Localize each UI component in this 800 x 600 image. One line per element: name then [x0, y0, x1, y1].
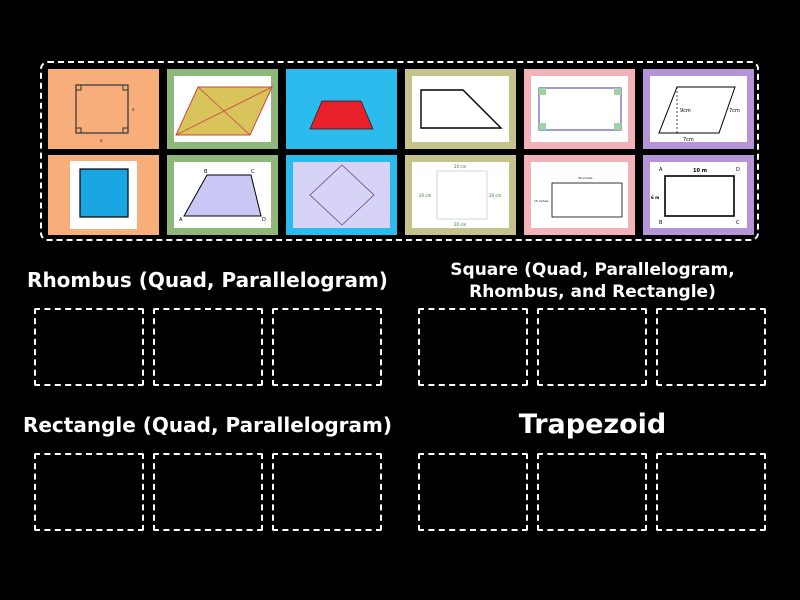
side-label: 20 cm	[489, 193, 502, 198]
card-right-trapezoid[interactable]	[405, 69, 516, 149]
side-label: 20 cm	[454, 164, 467, 169]
square-diagram-icon: s s	[75, 84, 135, 144]
base-label: 7cm	[683, 137, 694, 143]
card-red-trapezoid[interactable]	[286, 69, 397, 149]
rectangle-abcd-icon: 10 m 6 m A B C D	[651, 167, 740, 226]
category-title-square: Square (Quad, Parallelogram, Rhombus, an…	[410, 259, 775, 303]
vertex-label: D	[736, 167, 740, 173]
parallelogram-icon: 9cm 7cm 7cm	[658, 86, 740, 143]
vertex-label: B	[204, 169, 208, 175]
card-rectangle-abcd[interactable]: 10 m 6 m A B C D	[643, 155, 754, 235]
side-label: 20 cm	[419, 193, 432, 198]
vertex-label: A	[179, 217, 183, 223]
length-label: 30 inches	[578, 176, 593, 180]
category-title-square-line1: Square (Quad, Parallelogram,	[450, 260, 735, 280]
vertex-label: C	[736, 220, 740, 226]
drop-slot-square-1[interactable]	[418, 308, 528, 386]
drop-slot-rectangle-1[interactable]	[34, 453, 144, 531]
drop-slot-rhombus-2[interactable]	[153, 308, 263, 386]
right-trapezoid-icon	[420, 89, 503, 129]
rectangle-inches-icon: 30 inches 15 inches	[534, 176, 623, 218]
card-pool: s s	[40, 61, 759, 241]
card-rhombus-lavender[interactable]	[286, 155, 397, 235]
square-20cm-icon: 20 cm 20 cm 20 cm 20 cm	[419, 164, 502, 227]
drop-slot-rhombus-3[interactable]	[272, 308, 382, 386]
length-label: 10 m	[693, 168, 707, 174]
vertex-label: A	[659, 167, 663, 173]
category-title-rectangle: Rectangle (Quad, Parallelogram)	[22, 413, 393, 437]
side-label: 20 cm	[454, 222, 467, 227]
category-title-square-line2: Rhombus, and Rectangle)	[469, 282, 716, 302]
rectangle-diagram-icon	[538, 87, 622, 131]
side-label: 7cm	[729, 108, 740, 114]
card-rectangle-right-angles[interactable]	[524, 69, 635, 149]
drop-slot-trapezoid-1[interactable]	[418, 453, 528, 531]
side-label: s	[100, 138, 103, 144]
card-parallelogram[interactable]: 9cm 7cm 7cm	[643, 69, 754, 149]
card-trapezoid-abcd[interactable]: B C A D	[167, 155, 278, 235]
drop-slot-trapezoid-3[interactable]	[656, 453, 766, 531]
blue-square-icon	[79, 168, 129, 218]
width-label: 6 m	[651, 195, 659, 200]
card-rectangle-inches[interactable]: 30 inches 15 inches	[524, 155, 635, 235]
rhombus-lavender-icon	[309, 164, 375, 226]
trapezoid-icon	[309, 100, 374, 130]
drop-slot-rectangle-2[interactable]	[153, 453, 263, 531]
drop-slot-rectangle-3[interactable]	[272, 453, 382, 531]
vertex-label: C	[251, 169, 255, 175]
card-square-20cm[interactable]: 20 cm 20 cm 20 cm 20 cm	[405, 155, 516, 235]
vertex-label: D	[262, 217, 266, 223]
card-blue-square[interactable]	[48, 155, 159, 235]
drop-slot-square-2[interactable]	[537, 308, 647, 386]
card-rhombus-diagonals[interactable]	[167, 69, 278, 149]
drop-slot-square-3[interactable]	[656, 308, 766, 386]
category-title-trapezoid: Trapezoid	[518, 409, 667, 440]
side-label: s	[132, 107, 135, 113]
trapezoid-abcd-icon: B C A D	[179, 169, 266, 223]
drop-slot-trapezoid-2[interactable]	[537, 453, 647, 531]
category-title-rhombus: Rhombus (Quad, Parallelogram)	[27, 268, 388, 292]
vertex-label: B	[659, 220, 663, 226]
height-label: 9cm	[680, 108, 691, 114]
width-label: 15 inches	[534, 199, 549, 203]
drop-slot-rhombus-1[interactable]	[34, 308, 144, 386]
rhombus-diagram-icon	[175, 86, 273, 136]
card-square-right-angles[interactable]: s s	[48, 69, 159, 149]
